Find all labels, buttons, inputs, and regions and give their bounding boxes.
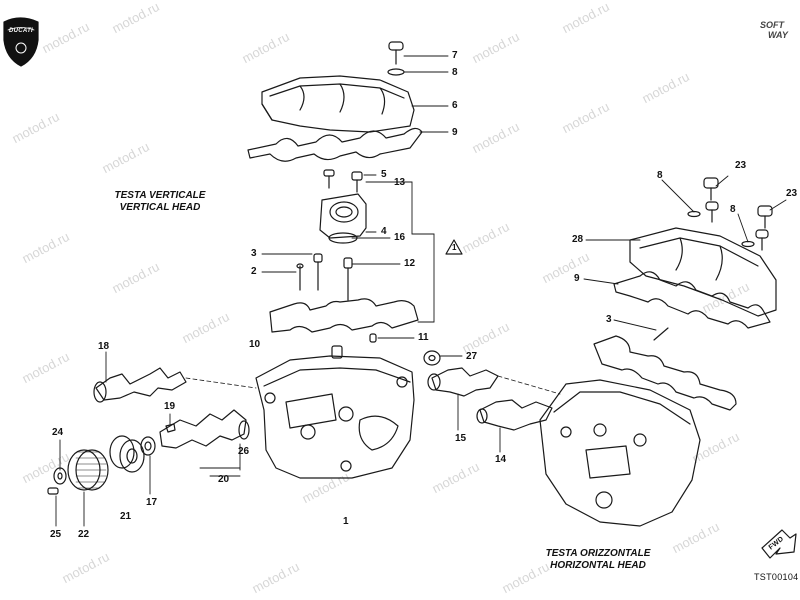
callout-8: 8 bbox=[452, 67, 458, 78]
callout-23-right-b: 23 bbox=[786, 188, 798, 199]
cam-caps bbox=[269, 298, 419, 333]
callout-4: 4 bbox=[381, 226, 387, 237]
vertical-head-title-it: TESTA VERTICALE bbox=[114, 190, 206, 201]
camshaft-15 bbox=[427, 367, 561, 397]
dowel-11 bbox=[369, 333, 377, 343]
drawing-code: TST00104 bbox=[754, 572, 799, 582]
logo-text: DUCATI bbox=[9, 28, 34, 34]
callout-15: 15 bbox=[455, 433, 467, 444]
callout-8-right-b: 8 bbox=[730, 204, 736, 215]
callout-10: 10 bbox=[249, 339, 261, 350]
vertical-head-title-en: VERTICAL HEAD bbox=[119, 202, 201, 213]
gasket-9 bbox=[247, 127, 423, 162]
callout-25: 25 bbox=[50, 529, 62, 540]
stud-3-right bbox=[653, 327, 669, 341]
housing-13 bbox=[319, 193, 367, 244]
studs bbox=[296, 253, 353, 301]
timing-pulley-22 bbox=[67, 449, 109, 491]
callout-7: 7 bbox=[452, 50, 458, 61]
callout-20: 20 bbox=[218, 474, 230, 485]
callout-6: 6 bbox=[452, 100, 458, 111]
brand-top: SOFT bbox=[760, 20, 784, 30]
fwd-arrow-icon bbox=[761, 529, 797, 559]
camshaft-18 bbox=[93, 367, 257, 403]
callout-1: 1 bbox=[343, 516, 349, 527]
callout-11: 11 bbox=[418, 332, 429, 343]
callout-5: 5 bbox=[381, 169, 387, 180]
callout-23-right-a: 23 bbox=[735, 160, 747, 171]
callout-27: 27 bbox=[466, 351, 478, 362]
cylinder-head-1 bbox=[255, 345, 415, 479]
callout-13: 13 bbox=[394, 177, 406, 188]
screws-23 bbox=[687, 177, 773, 251]
callout-22: 22 bbox=[78, 529, 90, 540]
callout-16: 16 bbox=[394, 232, 406, 243]
horizontal-head-title-en: HORIZONTAL HEAD bbox=[550, 560, 646, 571]
cylinder-head-horizontal bbox=[539, 379, 701, 527]
leader-lines bbox=[55, 55, 787, 527]
callout-19: 19 bbox=[164, 401, 176, 412]
horizontal-head-title: TESTA ORIZZONTALE HORIZONTAL HEAD bbox=[528, 548, 668, 572]
nut-24 bbox=[47, 467, 67, 495]
brand-bottom: WAY bbox=[768, 30, 788, 40]
gasket-9-right bbox=[613, 271, 771, 329]
callout-3: 3 bbox=[251, 248, 257, 259]
callout-28: 28 bbox=[572, 234, 584, 245]
callout-17: 17 bbox=[146, 497, 158, 508]
valve-cover-6 bbox=[261, 75, 415, 133]
cam-caps-right bbox=[593, 335, 737, 411]
camshaft-20 bbox=[159, 409, 250, 449]
bushing-27 bbox=[423, 350, 441, 366]
vertical-head-title: TESTA VERTICALE VERTICAL HEAD bbox=[100, 190, 220, 214]
callout-12: 12 bbox=[404, 258, 416, 269]
screw-5 bbox=[323, 169, 363, 193]
ducati-logo-icon bbox=[3, 17, 39, 67]
callout-2: 2 bbox=[251, 266, 257, 277]
horizontal-head-title-it: TESTA ORIZZONTALE bbox=[545, 548, 651, 559]
callout-18: 18 bbox=[98, 341, 110, 352]
note-triangle-icon bbox=[445, 239, 463, 255]
key-19 bbox=[165, 423, 176, 433]
callout-3-right: 3 bbox=[606, 314, 612, 325]
camshaft-14 bbox=[476, 399, 553, 431]
screw-7 bbox=[387, 41, 405, 76]
callout-21: 21 bbox=[120, 511, 132, 522]
pulley-hub bbox=[109, 435, 156, 473]
callout-9-right: 9 bbox=[574, 273, 580, 284]
callout-8-right-a: 8 bbox=[657, 170, 663, 181]
note-symbol: 1 bbox=[452, 243, 457, 252]
callout-14: 14 bbox=[495, 454, 507, 465]
callout-9: 9 bbox=[452, 127, 458, 138]
callout-26: 26 bbox=[238, 446, 250, 457]
callout-24: 24 bbox=[52, 427, 64, 438]
